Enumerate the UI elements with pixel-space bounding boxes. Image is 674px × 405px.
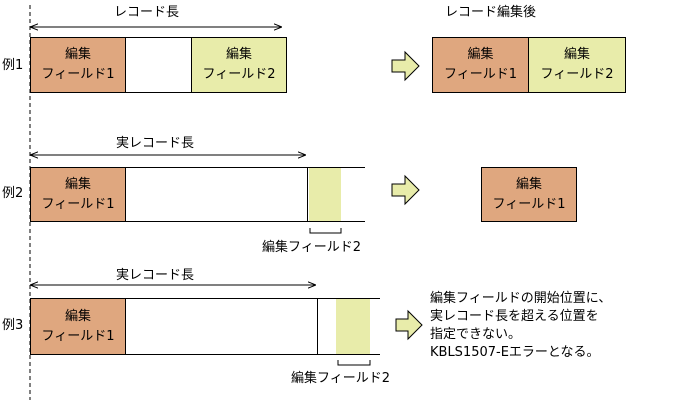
result-arrow-3: [395, 309, 423, 341]
edit-field-1-box: 編集 フィールド1: [30, 37, 126, 93]
example-2-label: 例2: [2, 186, 24, 201]
edit-field-2-area: [336, 299, 370, 354]
edit-field-1-box: 編集 フィールド1: [30, 298, 126, 355]
after-edit-label: レコード編集後: [445, 5, 537, 20]
edit-field-2-area: [309, 168, 341, 221]
edit-field-2-label: 編集フィールド2: [291, 371, 391, 386]
result-field-1-box: 編集 フィールド1: [432, 37, 529, 93]
edit-field-2-label: 編集フィールド2: [262, 240, 362, 255]
edit-field-1-box: 編集 フィールド1: [30, 167, 126, 222]
result-field-2-box: 編集 フィールド2: [528, 37, 626, 93]
error-note: 編集フィールドの開始位置に、 実レコード長を超える位置を 指定できない。 KBL…: [430, 291, 612, 360]
edit-field-2-box: 編集 フィールド2: [191, 37, 287, 93]
record-length-label: レコード長: [114, 5, 180, 20]
field2-bracket-2: [309, 228, 342, 234]
example-3-label: 例3: [2, 318, 24, 333]
actual-record-length-label-2: 実レコード長: [116, 136, 195, 151]
field2-bracket-3: [337, 360, 371, 366]
result-arrow-2: [391, 174, 420, 206]
actual-record-length-label-3: 実レコード長: [116, 268, 195, 283]
actual-record-area: [125, 298, 318, 355]
actual-record-area: [125, 167, 308, 222]
example-1-label: 例1: [2, 58, 24, 73]
record-gap-box: [125, 37, 192, 93]
result-arrow-1: [391, 50, 420, 82]
result-field-1-box: 編集 フィールド1: [481, 167, 577, 222]
